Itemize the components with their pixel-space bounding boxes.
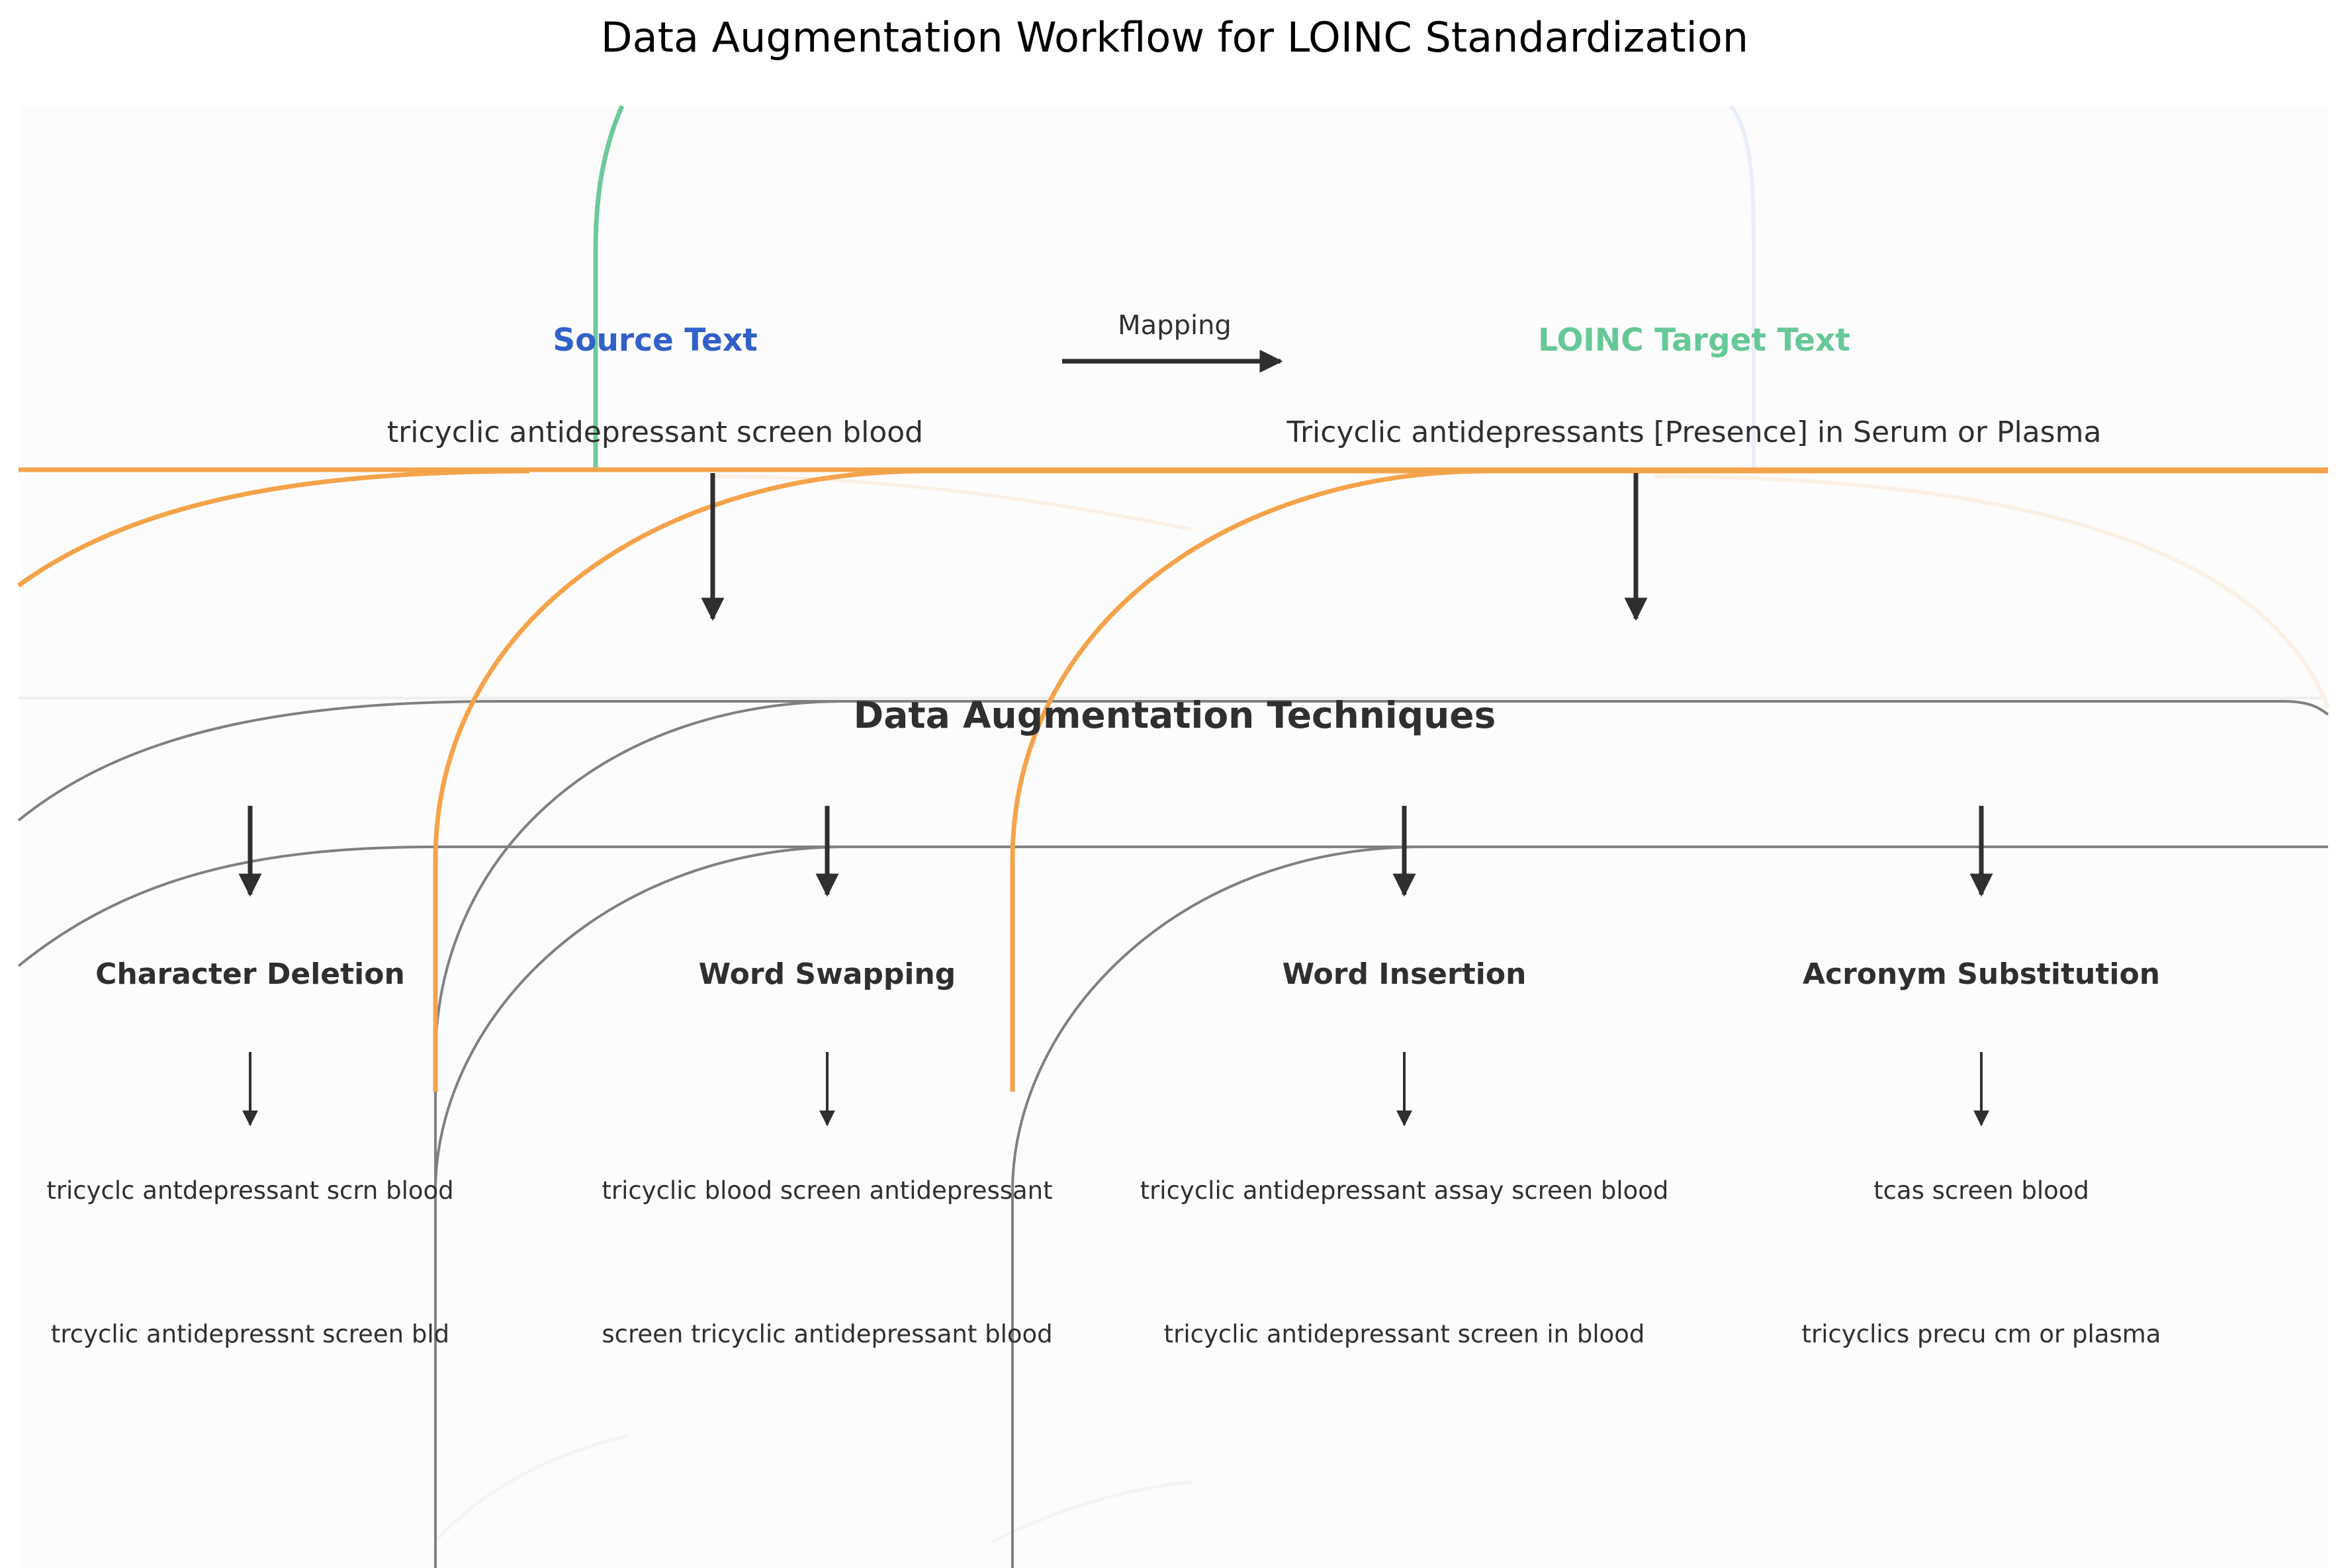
technique-name: Word Insertion [1282,957,1527,991]
augmented-example: tricyclc antdepressant scrn blood [46,1176,453,1205]
augmented-example: tricyclic antidepressant assay screen bl… [1140,1176,1669,1205]
green-decorative-curve [593,105,625,470]
augmented-example: tricyclic antidepressant screen in blood [1164,1320,1645,1348]
technique-name: Word Swapping [699,957,956,991]
orange-decorative-curves [17,467,2328,1092]
source-text-value: tricyclic antidepressant screen blood [387,415,923,449]
diagram-title: Data Augmentation Workflow for LOINC Sta… [601,13,1748,62]
loinc-target-value: Tricyclic antidepressants [Presence] in … [1286,415,2102,449]
technique-name: Acronym Substitution [1803,957,2160,991]
augmentation-heading: Data Augmentation Techniques [854,694,1496,736]
augmented-example: tricyclic blood screen antidepressant [602,1176,1052,1205]
background-panel [19,106,2328,1568]
augmented-example: tricyclics precu cm or plasma [1802,1320,2161,1348]
augmented-example: screen tricyclic antidepressant blood [602,1320,1052,1348]
augmented-example: tcas screen blood [1873,1176,2089,1205]
loinc-target-heading: LOINC Target Text [1538,322,1850,359]
mapping-label: Mapping [1118,310,1232,341]
faint-decorative-curves [19,105,2330,1544]
augmented-example: trcyclic antidepressnt screen bld [51,1320,449,1348]
technique-name: Character Deletion [95,957,405,991]
source-text-heading: Source Text [553,322,757,359]
gray-decorative-curves [17,700,2329,1568]
technique-columns: Character Deletion tricyclc antdepressant… [46,806,2161,1348]
